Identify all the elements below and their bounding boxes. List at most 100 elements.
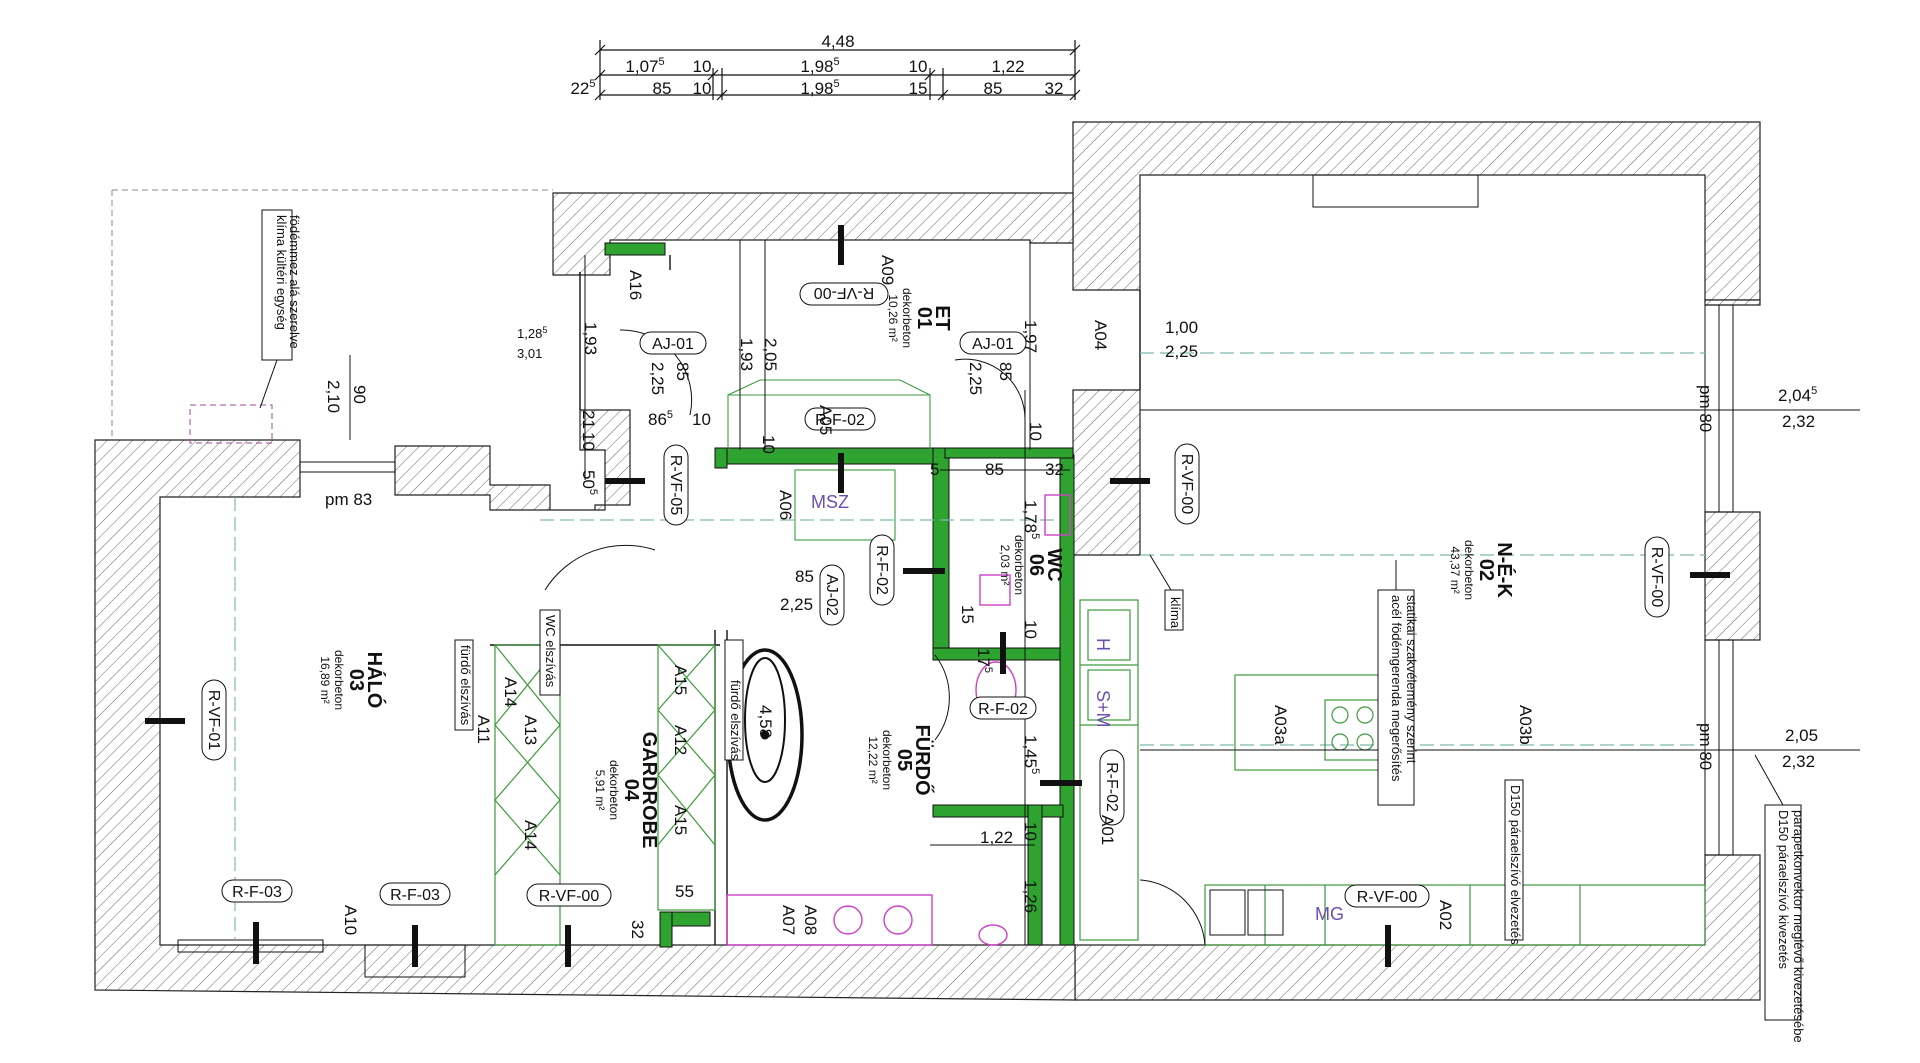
dim-row1-d: 10 <box>909 57 928 76</box>
leader-lines <box>259 359 1784 806</box>
windows <box>177 174 1734 978</box>
dim-row2-e: 15 <box>909 79 928 98</box>
svg-text:1,00: 1,00 <box>1165 318 1198 337</box>
et-furniture <box>727 379 931 541</box>
note-callouts <box>261 209 1802 1021</box>
svg-text:90: 90 <box>350 385 369 404</box>
svg-text:GARDROBE: GARDROBE <box>638 732 660 849</box>
svg-text:R-VF-05: R-VF-05 <box>667 455 684 516</box>
dim-row2-b: 85 <box>653 79 672 98</box>
svg-text:HÁLÓ: HÁLÓ <box>363 652 387 709</box>
svg-text:1,93: 1,93 <box>737 338 756 371</box>
svg-text:dekorbeton: dekorbeton <box>900 288 914 348</box>
svg-text:85: 85 <box>673 362 692 381</box>
dim-row2-d: 1,985 <box>800 78 839 98</box>
sanitary-fixtures <box>726 494 1071 946</box>
svg-text:fürdő elszívás: fürdő elszívás <box>458 645 473 726</box>
svg-text:fürdő elszívás: fürdő elszívás <box>728 680 743 761</box>
svg-text:2,25: 2,25 <box>648 362 667 395</box>
svg-text:dekorbeton: dekorbeton <box>1462 540 1476 600</box>
fixture-sm: S+M <box>1093 690 1113 728</box>
tag-ajt01b: AJ-01 <box>959 331 1027 355</box>
svg-text:85: 85 <box>996 362 1015 381</box>
tag-ajt02: AJ-02 <box>819 564 845 626</box>
svg-text:R-VF-00: R-VF-00 <box>814 284 875 301</box>
svg-text:parapetkonvektor meglévő kivez: parapetkonvektor meglévő kivezetésébe <box>1791 810 1806 1043</box>
svg-text:1,26: 1,26 <box>1021 880 1040 913</box>
svg-text:02: 02 <box>1475 559 1497 581</box>
tag-rvf00-kitchen: R-VF-00 <box>1344 884 1430 908</box>
svg-text:2,25: 2,25 <box>966 362 985 395</box>
marks: A16 A09 A04 A05 A06 A11 A13 A14 A14 A12 … <box>341 255 1535 935</box>
svg-text:32: 32 <box>1045 460 1064 479</box>
svg-text:04: 04 <box>620 779 642 802</box>
svg-text:dekorbeton: dekorbeton <box>1012 535 1026 595</box>
interior-dimensions: 1,285 3,01 1,93 1,93 2,05 1,97 2,25 85 2… <box>324 318 1818 939</box>
svg-text:15: 15 <box>958 605 977 624</box>
svg-text:5,91 m²: 5,91 m² <box>593 770 607 811</box>
svg-text:06: 06 <box>1025 554 1047 576</box>
svg-text:32: 32 <box>628 920 647 939</box>
exterior-walls <box>94 121 1761 1001</box>
svg-text:R-F-02: R-F-02 <box>873 545 890 595</box>
svg-text:ET: ET <box>931 305 953 331</box>
notes: klíma kültéri egység födémmez alá szerel… <box>274 215 1806 1043</box>
svg-text:A11: A11 <box>474 715 493 744</box>
svg-text:865: 865 <box>648 409 673 429</box>
dim-row2-c: 10 <box>693 79 712 98</box>
dim-row1-a: 1,075 <box>625 56 664 76</box>
svg-text:A08: A08 <box>801 905 820 935</box>
svg-text:2,25: 2,25 <box>780 595 813 614</box>
tub-dimension: 4,58 <box>756 705 775 738</box>
svg-text:21: 21 <box>579 410 598 429</box>
tag-rvf00-top: R-VF-00 <box>799 282 889 306</box>
tag-rvf00-gard: R-VF-00 <box>526 883 612 907</box>
tag-rvf05: R-VF-05 <box>663 444 689 526</box>
tag-rf03a: R-F-03 <box>221 879 293 903</box>
kitchen-island <box>1079 599 1706 946</box>
total-dimension: 4,48 <box>821 32 854 51</box>
svg-text:FÜRDŐ: FÜRDŐ <box>911 724 934 795</box>
svg-text:10: 10 <box>1021 822 1040 841</box>
svg-text:05: 05 <box>893 749 915 771</box>
svg-text:A04: A04 <box>1091 320 1110 350</box>
wardrobes <box>494 644 716 946</box>
svg-text:3,01: 3,01 <box>517 346 542 361</box>
svg-text:10,26 m²: 10,26 m² <box>886 294 900 341</box>
svg-text:pm 80: pm 80 <box>1696 385 1715 432</box>
svg-text:1,455: 1,455 <box>1021 735 1041 774</box>
room-label-halo: 03 HÁLÓ dekorbeton 16,89 m² <box>318 650 387 710</box>
svg-text:1,97: 1,97 <box>1021 320 1040 353</box>
svg-text:85: 85 <box>795 567 814 586</box>
svg-text:N-É-K: N-É-K <box>1493 542 1516 598</box>
room-label-et: 01 ET dekorbeton 10,26 m² <box>886 288 953 348</box>
svg-text:10: 10 <box>1021 620 1040 639</box>
tag-rvf00-mid: R-VF-00 <box>1644 536 1670 618</box>
tag-rf02c: R-F-02 <box>969 696 1037 720</box>
svg-text:1,93: 1,93 <box>581 322 600 355</box>
new-walls <box>604 242 1075 948</box>
tag-rf03b: R-F-03 <box>379 882 451 906</box>
svg-text:2,05: 2,05 <box>761 338 780 371</box>
dim-row2-g: 32 <box>1045 79 1064 98</box>
svg-text:A03a: A03a <box>1271 705 1290 745</box>
dim-row1-b: 10 <box>693 57 712 76</box>
svg-text:statikai szakvélemény szerint: statikai szakvélemény szerint <box>1404 595 1419 764</box>
svg-text:A15: A15 <box>671 665 690 695</box>
svg-text:WC elszívás: WC elszívás <box>543 615 558 688</box>
svg-text:A14: A14 <box>501 677 520 707</box>
svg-text:A10: A10 <box>341 905 360 935</box>
svg-text:A03b: A03b <box>1516 705 1535 745</box>
svg-text:R-F-03: R-F-03 <box>390 887 440 904</box>
tag-rf02b: R-F-02 <box>869 534 895 606</box>
door-swings <box>544 329 1206 946</box>
svg-text:A14: A14 <box>521 820 540 850</box>
svg-text:2,03 m²: 2,03 m² <box>998 545 1012 586</box>
dim-row1-e: 1,22 <box>991 57 1024 76</box>
svg-text:WC: WC <box>1043 548 1065 581</box>
svg-text:43,37 m²: 43,37 m² <box>1448 546 1462 593</box>
svg-text:175: 175 <box>974 648 994 673</box>
tag-rf02a: R-F-02 <box>804 407 876 431</box>
svg-text:16,89 m²: 16,89 m² <box>318 656 332 703</box>
svg-text:1,785: 1,785 <box>1021 500 1041 539</box>
